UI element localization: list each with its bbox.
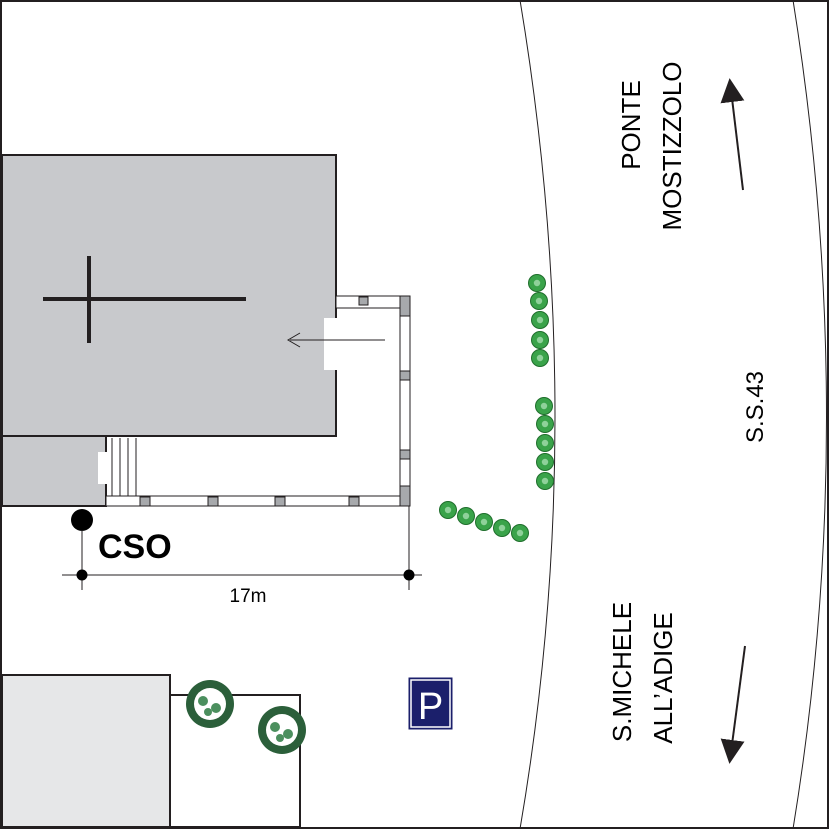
direction-north-line1: PONTE [616, 80, 646, 170]
arrow-icon [720, 645, 746, 764]
direction-south-line1: S.MICHELE [607, 602, 637, 742]
parking-icon: P [407, 676, 454, 731]
church-building [1, 154, 337, 437]
direction-south-line2: ALL’ADIGE [648, 612, 678, 744]
marker-label: CSO [98, 528, 172, 566]
distance-label: 17m [230, 586, 267, 607]
side-annex [1, 435, 107, 507]
road-edge-right [792, 0, 827, 830]
road-edge-left [519, 0, 556, 830]
direction-north-line2: MOSTIZZOLO [657, 62, 687, 231]
road-name: S.S.43 [742, 371, 769, 443]
entrance-arrow-head [287, 332, 301, 348]
annex-door [98, 452, 108, 484]
church-entrance [324, 318, 338, 370]
tree-icon [186, 680, 234, 728]
portico [105, 295, 411, 507]
dimension-line [62, 506, 422, 590]
parking-label: P [418, 686, 443, 728]
entrance-steps [111, 438, 137, 500]
tree-icon [258, 706, 306, 754]
dot-marker-icon [71, 509, 93, 531]
arrow-icon [720, 78, 745, 191]
lower-building [1, 674, 171, 828]
cross-icon [43, 256, 246, 343]
